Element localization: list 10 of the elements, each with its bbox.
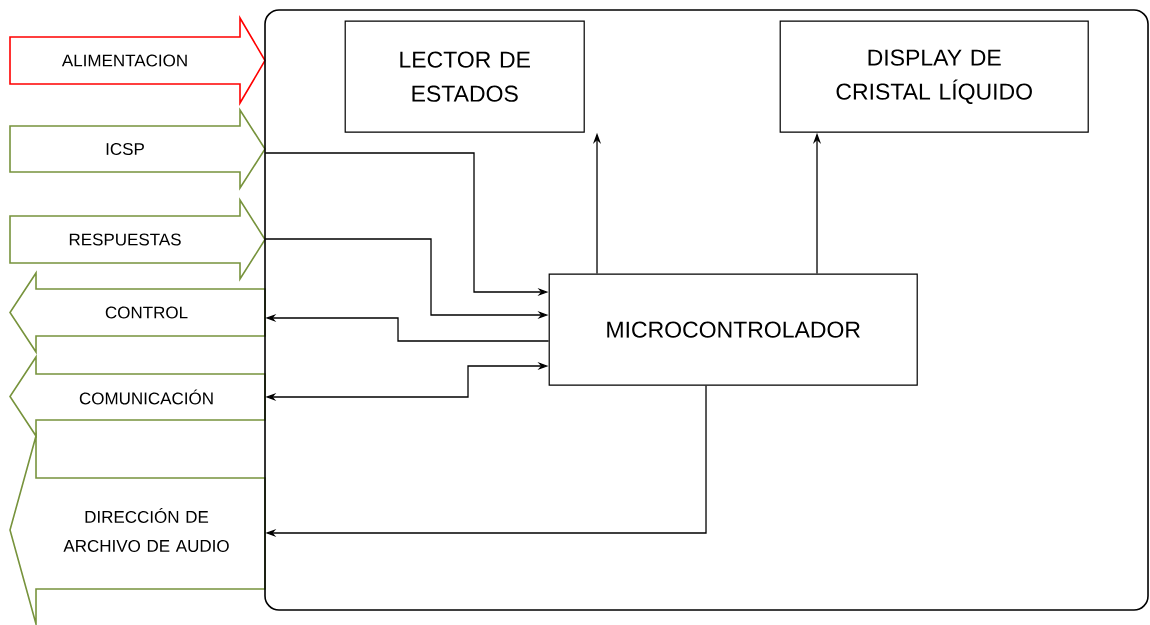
outer-frame xyxy=(264,9,1149,611)
port-block: COMUNICACIÓN xyxy=(9,354,266,439)
port-block: ALIMENTACION xyxy=(9,15,266,106)
block-box: DISPLAY DE CRISTAL LÍQUIDO xyxy=(779,20,1089,133)
port-block: RESPUESTAS xyxy=(9,197,266,282)
port-block: DIRECCIÓN DE ARCHIVO DE AUDIO xyxy=(9,430,266,625)
block-box: MICROCONTROLADOR xyxy=(548,273,918,386)
port-block: ICSP xyxy=(9,107,266,191)
port-block: CONTROL xyxy=(9,270,266,355)
block-box: LECTOR DE ESTADOS xyxy=(344,20,585,133)
